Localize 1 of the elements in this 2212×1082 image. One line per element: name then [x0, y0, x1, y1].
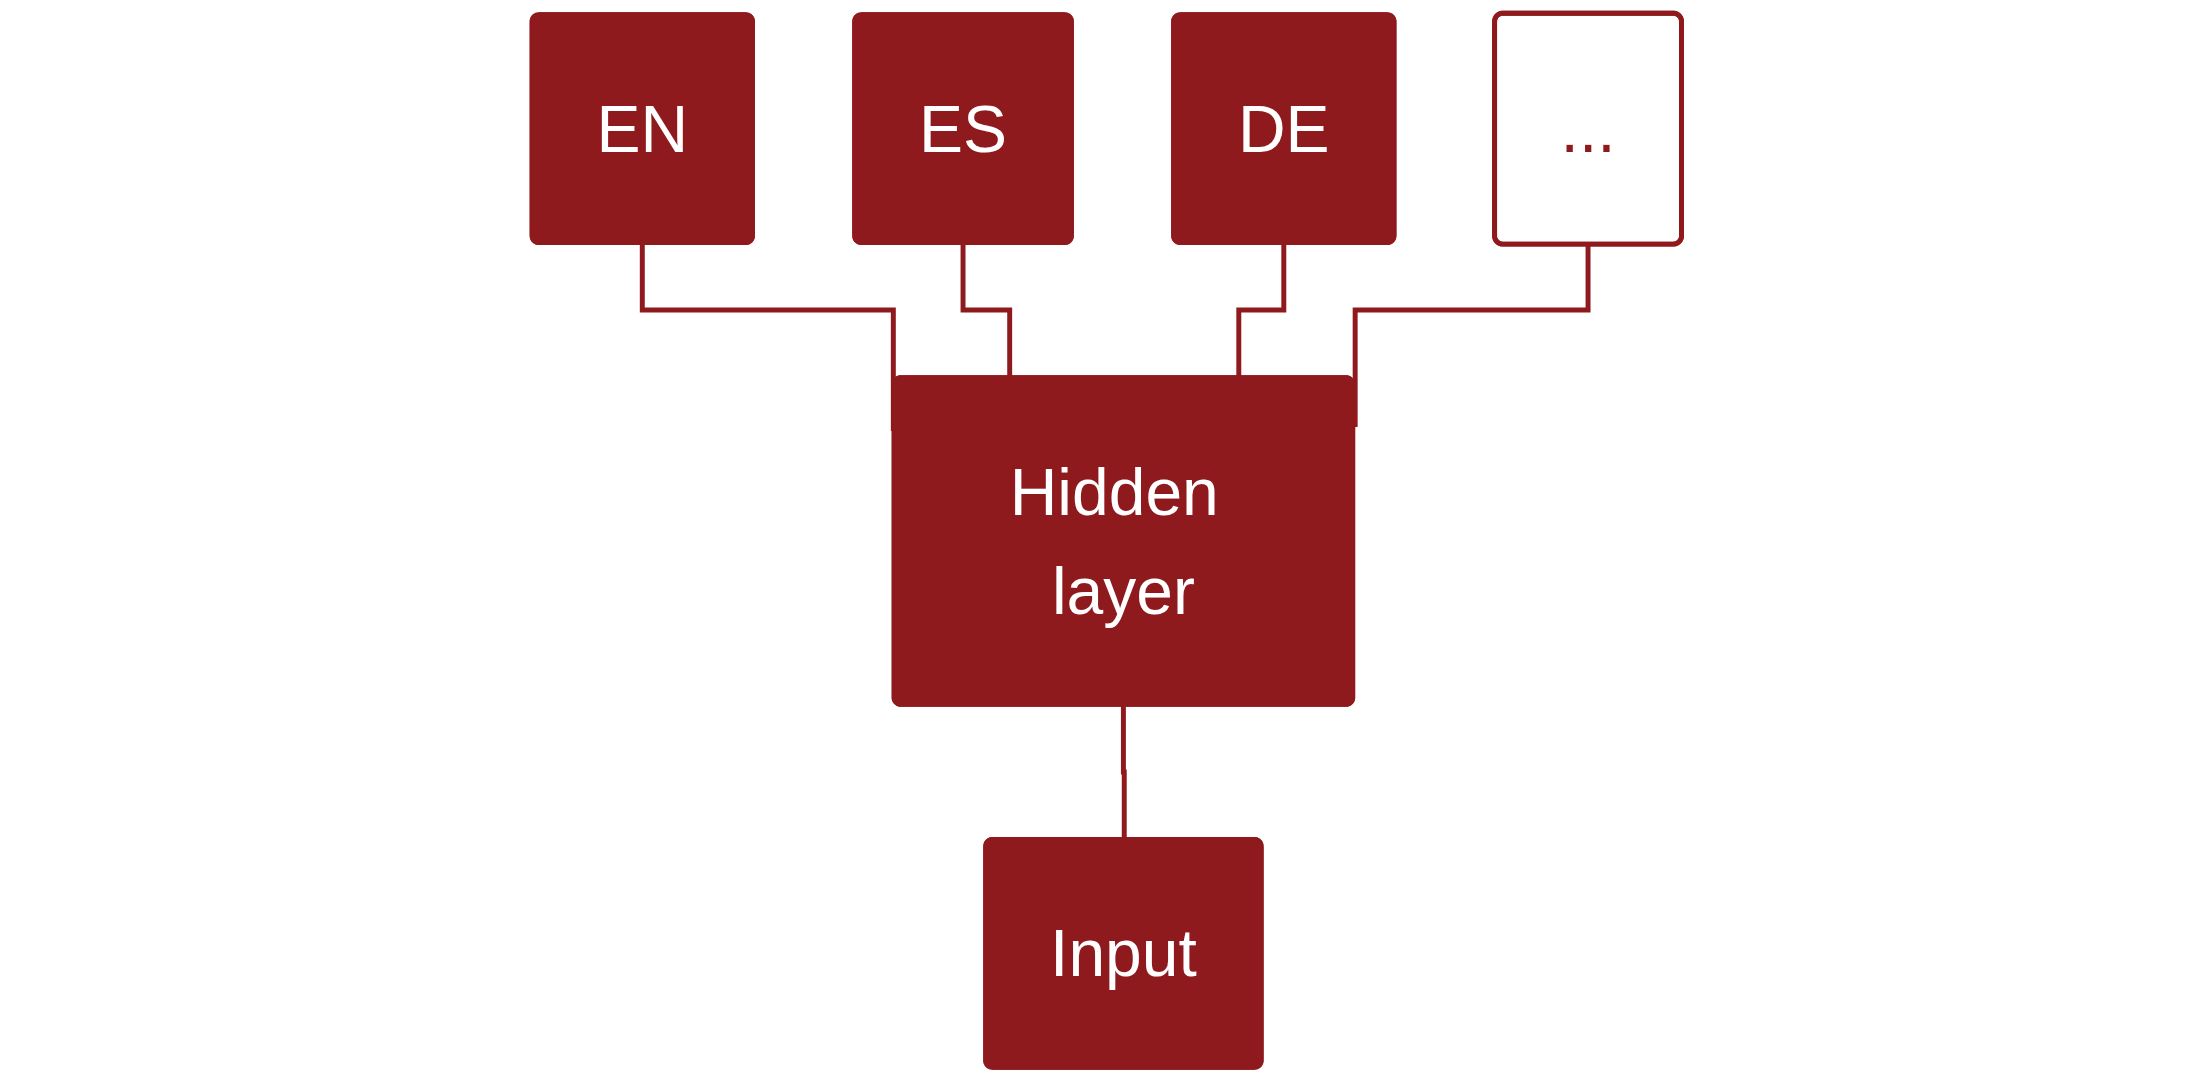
- connector: [1120, 704, 1127, 839]
